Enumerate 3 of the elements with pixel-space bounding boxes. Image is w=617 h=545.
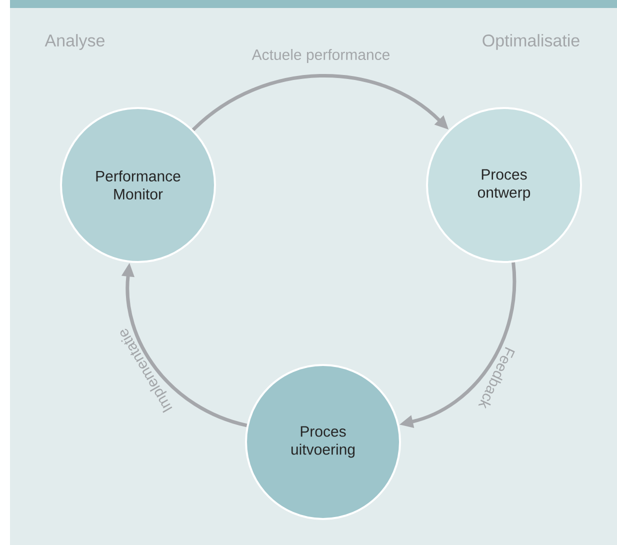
edge-label: Actuele performance — [252, 49, 390, 63]
phase-label: Analyse — [44, 34, 104, 50]
phase-label: Optimalisatie — [482, 34, 580, 50]
